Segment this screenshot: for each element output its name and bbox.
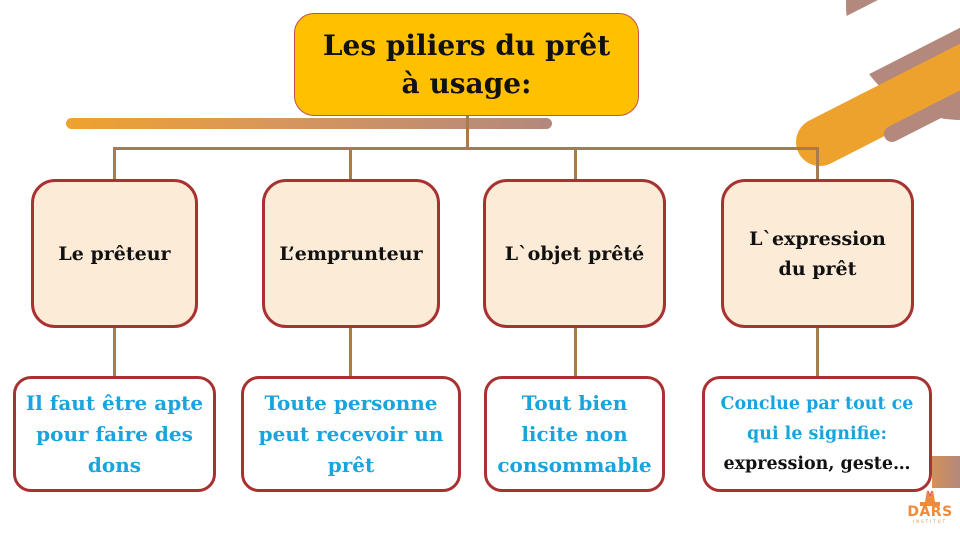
description-emphasis-line: expression, geste… xyxy=(723,454,911,474)
title-box: Les piliers du prêt à usage: xyxy=(294,13,639,116)
description-line: pour faire des xyxy=(36,421,193,446)
description-line: licite non xyxy=(521,421,628,446)
title-line-2: à usage: xyxy=(401,66,532,100)
description-line: Conclue par tout ce xyxy=(720,394,914,414)
pillar-lent-object: L`objet prêté xyxy=(483,179,666,328)
decorative-horizontal-bar xyxy=(66,118,271,129)
connector-drop-3 xyxy=(574,147,577,181)
decorative-horizontal-bar-tail xyxy=(260,118,552,129)
description-lender: Il faut être apte pour faire des dons xyxy=(13,376,216,492)
connector-down-1 xyxy=(113,326,116,378)
pillar-loan-expression: L`expression du prêt xyxy=(721,179,914,328)
connector-drop-2 xyxy=(349,147,352,181)
description-loan-expression: Conclue par tout ce qui le signifie: exp… xyxy=(702,376,932,492)
title-line-1: Les piliers du prêt xyxy=(322,28,611,62)
pillar-lender: Le prêteur xyxy=(31,179,198,328)
connector-down-3 xyxy=(574,326,577,378)
dars-logo: DARS INSTITUT xyxy=(900,488,960,540)
description-line: Tout bien xyxy=(521,390,628,415)
pillar-label: Le prêteur xyxy=(58,242,171,265)
description-line: Toute personne xyxy=(264,390,438,415)
logo-name: DARS xyxy=(907,504,953,520)
connector-horizontal xyxy=(113,147,819,150)
description-line: peut recevoir un xyxy=(258,421,444,446)
logo-pillar-icon xyxy=(920,490,940,506)
pillar-label: L’emprunteur xyxy=(279,242,423,265)
connector-title-stem xyxy=(466,115,469,149)
pillar-borrower: L’emprunteur xyxy=(262,179,440,328)
connector-drop-1 xyxy=(113,147,116,181)
pillar-label-line-1: L`expression xyxy=(749,227,886,250)
pillar-label: L`objet prêté xyxy=(504,242,645,265)
decorative-corner-block xyxy=(932,456,960,488)
pillar-label-line-2: du prêt xyxy=(778,257,857,280)
description-line: consommable xyxy=(497,452,652,477)
description-line: Il faut être apte xyxy=(25,390,204,415)
connector-drop-4 xyxy=(816,147,819,181)
logo-subtitle: INSTITUT xyxy=(912,519,948,524)
description-borrower: Toute personne peut recevoir un prêt xyxy=(241,376,461,492)
description-line: dons xyxy=(87,452,142,477)
connector-down-4 xyxy=(816,326,819,378)
description-line: prêt xyxy=(327,452,375,477)
description-line: qui le signifie: xyxy=(746,424,887,444)
description-lent-object: Tout bien licite non consommable xyxy=(484,376,665,492)
connector-down-2 xyxy=(349,326,352,378)
